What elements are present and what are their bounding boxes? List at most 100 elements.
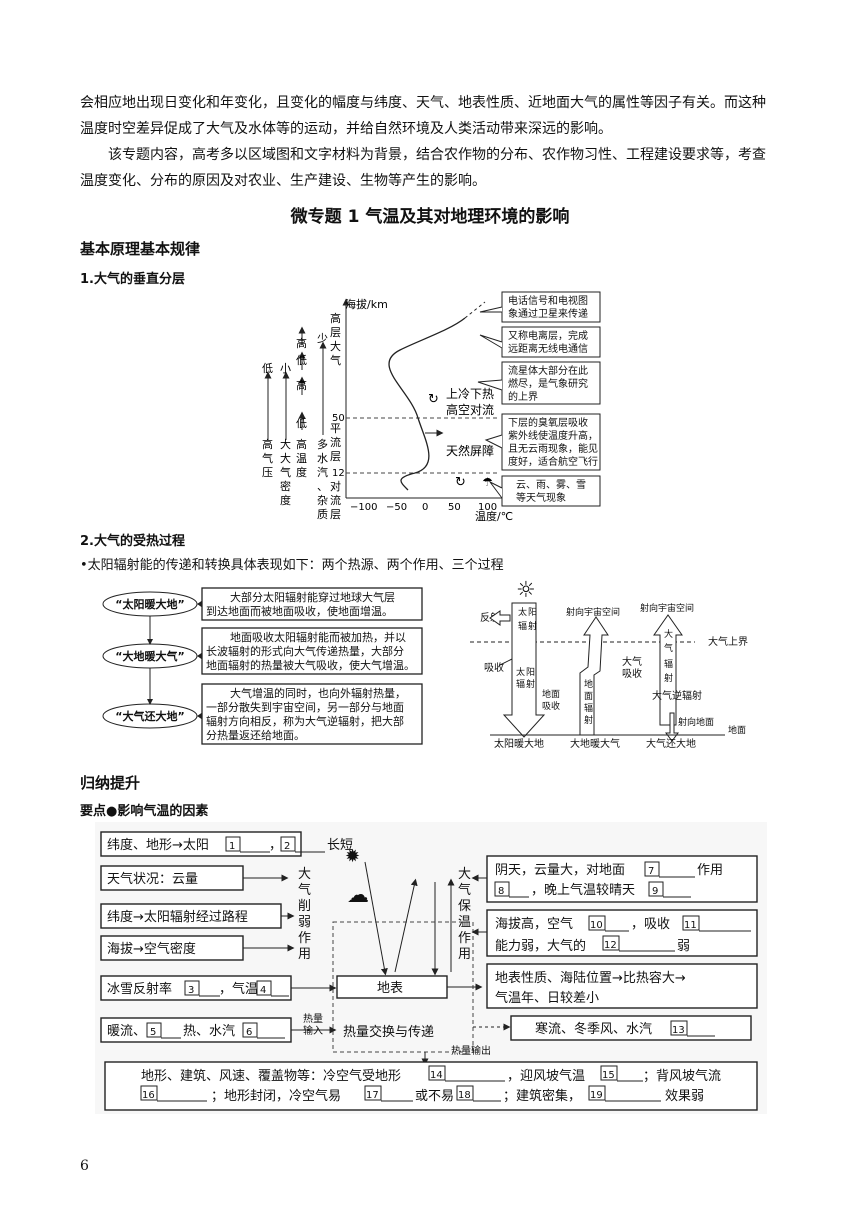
svg-text:地面吸收太阳辐射能而被加热，并以: 地面吸收太阳辐射能而被加热，并以 xyxy=(230,630,406,644)
svg-text:12: 12 xyxy=(332,468,345,479)
svg-text:14: 14 xyxy=(430,1070,443,1081)
intro-paragraph-2: 该专题内容，高考多以区域图和文字材料为背景，结合农作物的分布、农作物习性、工程建… xyxy=(80,147,766,189)
cloud-icon: ☁ xyxy=(347,883,369,908)
svg-text:分热量返还给地面。: 分热量返还给地面。 xyxy=(206,729,305,742)
svg-text:作: 作 xyxy=(458,931,471,946)
svg-text:4: 4 xyxy=(260,985,266,996)
atmosphere-layers-figure: 低 小 高 低 高 低 少 高 气 压 大 大 气 密 度 高 温 度 多 水 … xyxy=(262,291,601,523)
svg-text:阴天，云量大，对地面: 阴天，云量大，对地面 xyxy=(495,863,625,878)
svg-text:气温年、日较差小: 气温年、日较差小 xyxy=(495,990,599,1006)
svg-text:高: 高 xyxy=(262,437,273,451)
svg-text:9: 9 xyxy=(652,886,658,897)
svg-text:辐射方向相反，称为大气逆辐射，把大部: 辐射方向相反，称为大气逆辐射，把大部 xyxy=(206,714,404,728)
svg-text:；建筑密集，: ；建筑密集， xyxy=(503,1088,581,1104)
svg-text:层: 层 xyxy=(330,508,341,521)
svg-text:热量: 热量 xyxy=(303,1012,323,1025)
svg-text:阳: 阳 xyxy=(526,667,535,678)
svg-text:大: 大 xyxy=(458,867,471,882)
svg-text:流: 流 xyxy=(330,435,341,449)
svg-text:12: 12 xyxy=(604,940,617,951)
svg-text:保: 保 xyxy=(458,899,471,914)
svg-text:电话信号和电视图: 电话信号和电视图 xyxy=(508,294,588,307)
svg-text:地面: 地面 xyxy=(542,688,560,700)
svg-text:热量交换与传递: 热量交换与传递 xyxy=(343,1024,434,1040)
svg-text:且无云雨现象，能见: 且无云雨现象，能见 xyxy=(508,442,598,455)
svg-text:射: 射 xyxy=(584,714,593,726)
svg-text:，气温: ，气温 xyxy=(219,981,258,997)
svg-text:大: 大 xyxy=(298,867,311,882)
page-number: 6 xyxy=(80,1158,89,1174)
svg-text:16: 16 xyxy=(142,1090,155,1101)
section-heading-basics: 基本原理基本规律 xyxy=(80,240,201,258)
oval-ground-warms-air: “大地暖大气” xyxy=(115,649,184,663)
svg-text:5: 5 xyxy=(150,1027,156,1038)
svg-text:地面辐射的热量被大气吸收，使大气增温。: 地面辐射的热量被大气吸收，使大气增温。 xyxy=(206,658,415,672)
svg-text:，迎风坡气温: ，迎风坡气温 xyxy=(507,1068,585,1084)
svg-text:太: 太 xyxy=(516,666,525,678)
radiation-diagram: ☼ 大气上界 反射 太阳 辐射 太阳 辐射 吸收 地面吸收 射向宇宙空间 地面 … xyxy=(470,578,748,750)
svg-text:50: 50 xyxy=(332,413,345,424)
svg-text:地表: 地表 xyxy=(377,981,403,996)
svg-text:☂: ☂ xyxy=(482,475,493,489)
temp-trend-3: 高 xyxy=(296,378,307,392)
svg-text:大: 大 xyxy=(280,437,291,451)
svg-text:8: 8 xyxy=(498,886,504,897)
svg-text:层: 层 xyxy=(330,326,341,339)
density-top: 小 xyxy=(280,362,291,375)
svg-text:用: 用 xyxy=(298,947,311,962)
sun-icon: ✹ xyxy=(345,846,360,867)
svg-text:15: 15 xyxy=(602,1070,615,1081)
svg-text:或不易: 或不易 xyxy=(415,1089,454,1104)
svg-text:削: 削 xyxy=(298,899,311,914)
svg-text:，晚上气温较晴天: ，晚上气温较晴天 xyxy=(531,882,635,898)
svg-text:水: 水 xyxy=(317,452,328,465)
temp-trend-4: 低 xyxy=(296,417,307,430)
svg-text:下层的臭氧层吸收: 下层的臭氧层吸收 xyxy=(508,416,588,429)
svg-text:大气: 大气 xyxy=(622,655,642,668)
svg-text:，吸收: ，吸收 xyxy=(631,917,670,932)
svg-text:大气增温的同时，也向外辐射热量，: 大气增温的同时，也向外辐射热量， xyxy=(230,686,406,700)
svg-text:↻: ↻ xyxy=(428,392,439,407)
svg-text:18: 18 xyxy=(458,1090,471,1101)
svg-text:长波辐射的形式向大气传递热量，大部分: 长波辐射的形式向大气传递热量，大部分 xyxy=(206,644,404,658)
pressure-top: 低 xyxy=(262,362,273,375)
svg-text:燃尽，是气象研究: 燃尽，是气象研究 xyxy=(508,377,588,390)
svg-text:、: 、 xyxy=(317,480,328,493)
svg-text:−50: −50 xyxy=(386,502,407,513)
svg-text:地形、建筑、风速、覆盖物等：冷空气受地形: 地形、建筑、风速、覆盖物等：冷空气受地形 xyxy=(141,1068,401,1084)
svg-text:能力弱，大气的: 能力弱，大气的 xyxy=(495,938,586,954)
svg-text:密: 密 xyxy=(280,479,291,493)
svg-text:吸收: 吸收 xyxy=(622,667,642,680)
svg-text:3: 3 xyxy=(188,985,194,996)
svg-text:气: 气 xyxy=(330,353,341,367)
svg-text:弱: 弱 xyxy=(298,915,311,930)
svg-text:度: 度 xyxy=(280,493,291,507)
svg-text:远距离无线电通信: 远距离无线电通信 xyxy=(508,342,588,355)
svg-text:寒流、冬季风、水汽: 寒流、冬季风、水汽 xyxy=(535,1021,652,1037)
svg-text:温: 温 xyxy=(458,915,471,930)
svg-text:，: ， xyxy=(269,838,282,853)
oval-air-returns: “大气还大地” xyxy=(115,709,184,723)
svg-text:纬度、地形→太阳: 纬度、地形→太阳 xyxy=(107,837,209,853)
svg-text:海拔→空气密度: 海拔→空气密度 xyxy=(107,941,196,957)
svg-text:流: 流 xyxy=(330,493,341,507)
svg-text:一部分散失到宇宙空间，另一部分与地面: 一部分散失到宇宙空间，另一部分与地面 xyxy=(206,700,404,714)
svg-text:地面: 地面 xyxy=(728,724,746,736)
svg-text:太: 太 xyxy=(518,606,527,618)
svg-text:2: 2 xyxy=(284,841,290,852)
svg-text:等天气现象: 等天气现象 xyxy=(516,491,566,504)
svg-text:17: 17 xyxy=(366,1090,379,1101)
svg-text:杂: 杂 xyxy=(317,494,328,507)
svg-text:流星体大部分在此: 流星体大部分在此 xyxy=(508,364,588,377)
heating-process-flow: “太阳暖大地” “大地暖大气” “大气还大地” 大部分太阳辐射能穿过地球大气层到… xyxy=(102,587,423,745)
subheading-heating-process: 2.大气的受热过程 xyxy=(80,534,185,549)
svg-text:大: 大 xyxy=(280,451,291,465)
svg-text:紫外线使温度升高，: 紫外线使温度升高， xyxy=(508,429,598,442)
svg-text:辐: 辐 xyxy=(664,658,673,670)
svg-text:高: 高 xyxy=(296,437,307,451)
svg-text:高: 高 xyxy=(330,311,341,325)
svg-text:↻: ↻ xyxy=(455,475,466,490)
svg-text:气: 气 xyxy=(280,465,291,479)
svg-text:地表性质、海陆位置→比热容大→: 地表性质、海陆位置→比热容大→ xyxy=(495,970,686,986)
svg-text:太阳暖大地: 太阳暖大地 xyxy=(494,737,544,750)
